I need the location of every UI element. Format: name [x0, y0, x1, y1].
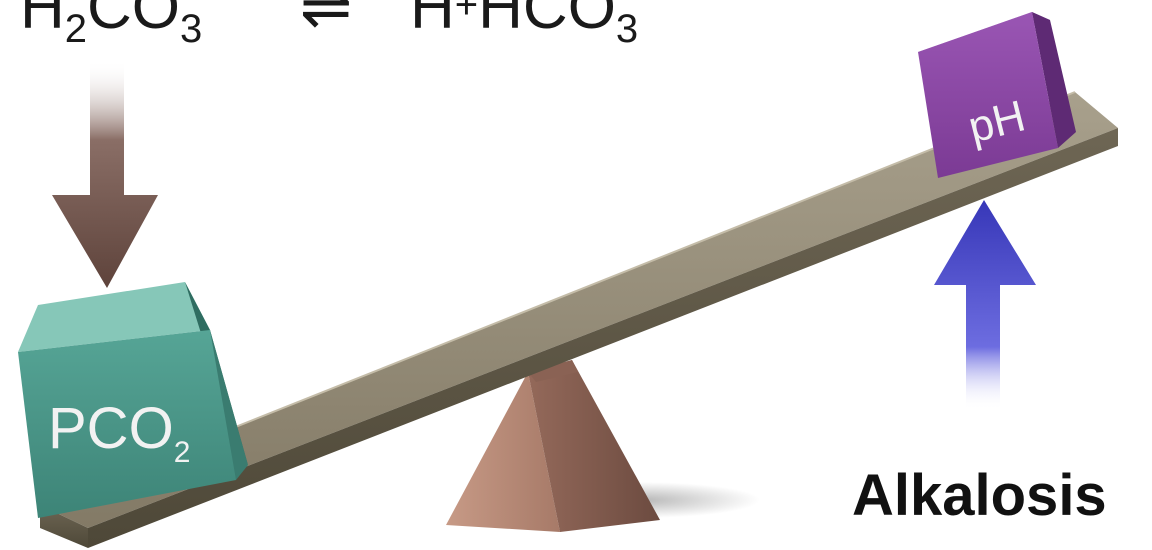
- pco2-label: PCO2: [48, 396, 190, 469]
- pco2-label-main: PCO: [48, 396, 174, 461]
- equation-arrow: ⇌: [300, 0, 352, 42]
- equation-left-sub-2: 3: [180, 7, 202, 51]
- equation-left-mid: CO: [87, 0, 180, 42]
- equation: H2CO3 ⇌ H+HCO3: [20, 0, 638, 51]
- equation-left-species: H: [20, 0, 65, 42]
- equation-left: H2CO3: [20, 0, 202, 51]
- pco2-block: PCO2: [18, 282, 248, 518]
- equation-right: H+HCO3: [410, 0, 638, 51]
- equation-right-anion: HCO: [478, 0, 616, 42]
- arrow-down-icon: [52, 60, 158, 288]
- equation-right-sub: 3: [616, 7, 638, 51]
- arrow-up-icon: [934, 200, 1036, 410]
- pco2-label-sub: 2: [174, 436, 191, 469]
- equation-right-cation: H: [410, 0, 455, 42]
- alkalosis-caption: Alkalosis: [852, 463, 1107, 528]
- equation-right-plus: +: [455, 0, 478, 27]
- equation-left-sub-1: 2: [65, 7, 87, 51]
